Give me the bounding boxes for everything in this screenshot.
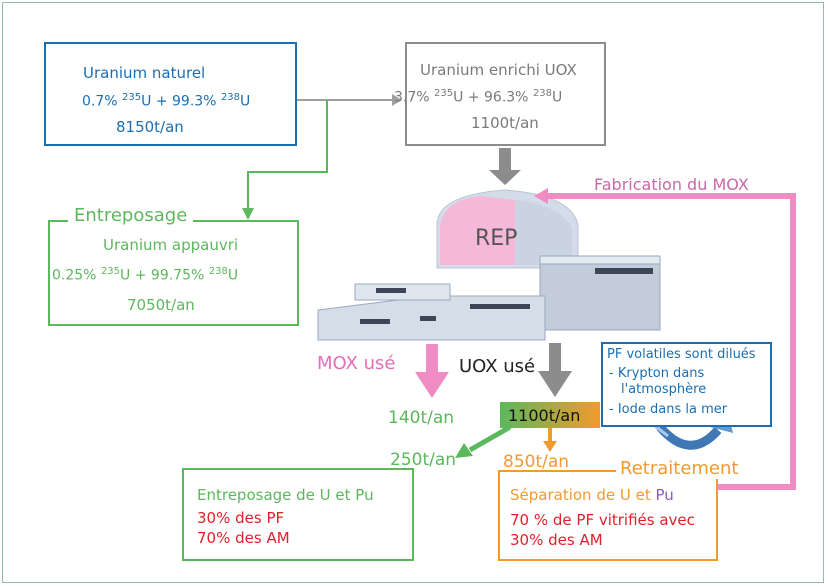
arrow-head-storage (242, 208, 254, 220)
arrow-uox-to-reactor (499, 148, 511, 172)
arrow-head-reprocessing (543, 441, 557, 452)
volatile-title: PF volatiles sont dilués (607, 347, 756, 362)
uox-used-label: UOX usé (459, 356, 536, 377)
storage-composition: 0.25% 235U + 99.75% 238U (52, 266, 239, 284)
reprocessing-line1: 70 % de PF vitrifiés avec (510, 511, 695, 529)
volatile-item-iode: - Iode dans la mer (609, 402, 728, 417)
natural-composition: 0.7% 235U + 99.3% 238U (82, 92, 251, 110)
arrow-mox-used (426, 344, 438, 374)
enriched-uranium-box: Uranium enrichi UOX 3.7% 235U + 96.3% 23… (394, 42, 606, 146)
storage-title: Uranium appauvri (103, 236, 239, 254)
arrow-head-mox-fabrication (534, 188, 548, 204)
mox-used-flow: 140t/an (388, 408, 455, 428)
storage-header: Entreposage (68, 205, 194, 226)
arrow-natural-to-storage (247, 100, 328, 210)
depleted-storage-box: Uranium appauvri 0.25% 235U + 99.75% 238… (48, 220, 299, 326)
mox-fabrication-label: Fabrication du MOX (594, 175, 749, 194)
upu-line1: 30% des PF (197, 509, 285, 527)
arrow-uox-used (549, 343, 561, 373)
upu-line2: 70% des AM (197, 529, 290, 547)
reactor-illustration (317, 189, 661, 341)
to-storage-flow: 250t/an (390, 450, 457, 470)
enriched-flow: 1100t/an (471, 114, 539, 132)
enriched-composition: 3.7% 235U + 96.3% 238U (394, 88, 563, 106)
arrow-head-enriched (392, 94, 402, 106)
reactor-label: REP (475, 226, 518, 251)
arrow-head-reactor (489, 170, 521, 185)
natural-title: Uranium naturel (83, 64, 206, 82)
volatile-item-krypton-cont: l'atmosphère (621, 382, 707, 397)
mox-used-label: MOX usé (317, 353, 396, 374)
gradient-bar (500, 402, 600, 428)
reprocessing-header: Retraitement (616, 458, 743, 479)
arrow-mox-return (548, 193, 796, 490)
natural-uranium-box: Uranium naturel 0.7% 235U + 99.3% 238U 8… (44, 42, 297, 146)
arrow-head-mox-used (415, 372, 449, 398)
upu-title: Entreposage de U et Pu (197, 486, 374, 504)
reprocessing-title: Séparation de U et Pu (510, 486, 674, 504)
uox-used-flow: 1100t/an (508, 406, 581, 425)
volatile-item-krypton: - Krypton dans (609, 366, 705, 381)
reprocessing-box: Séparation de U et Pu 70 % de PF vitrifi… (498, 470, 718, 561)
to-reprocess-flow: 850t/an (503, 452, 570, 472)
natural-flow: 8150t/an (116, 118, 184, 136)
reprocessing-line2: 30% des AM (510, 531, 603, 549)
arrow-to-storage-upu (468, 424, 512, 453)
upu-storage-box: Entreposage de U et Pu 30% des PF 70% de… (182, 468, 414, 561)
arrow-head-uox-used (538, 371, 572, 397)
enriched-title: Uranium enrichi UOX (420, 61, 577, 79)
storage-flow: 7050t/an (127, 296, 195, 314)
volatile-fp-box: PF volatiles sont dilués - Krypton dans … (601, 342, 772, 427)
circular-arrow (656, 423, 722, 450)
arrow-head-storage-upu (455, 443, 473, 458)
